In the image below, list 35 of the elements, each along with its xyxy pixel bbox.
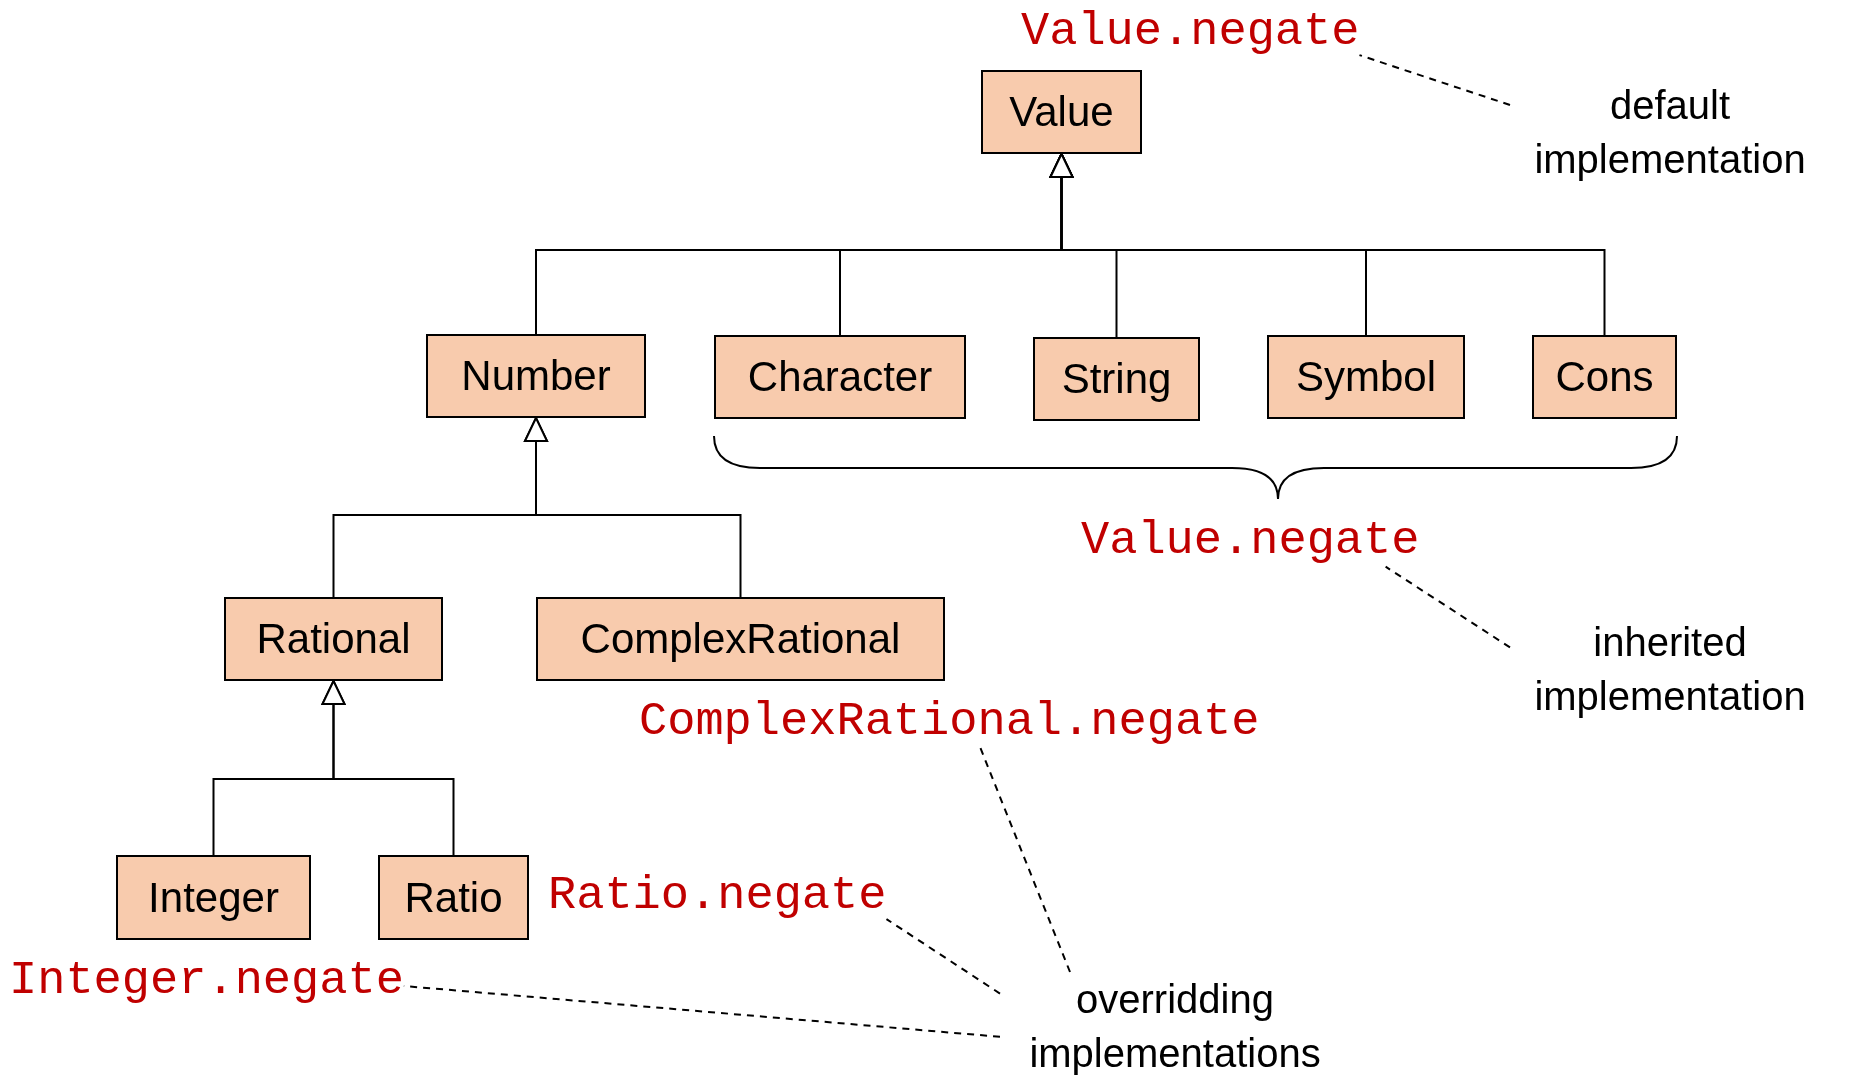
method-name: ComplexRational.negate (639, 696, 1260, 748)
method-name: Ratio.negate (548, 870, 887, 922)
class-box (714, 335, 966, 419)
inheritance-arrow (1049, 153, 1606, 336)
class-name: String (1061, 355, 1172, 403)
class-box (1532, 335, 1677, 419)
class-name: Integer (148, 873, 279, 922)
leader-line (885, 918, 1001, 995)
class-box (1267, 335, 1465, 419)
class-box (536, 597, 945, 681)
class-name: Rational (256, 615, 411, 663)
annotation-text: overridding implementations (1000, 972, 1350, 1080)
leader-line (979, 746, 1071, 973)
class-name: ComplexRational (580, 615, 901, 663)
inheritance-arrow (524, 417, 742, 598)
class-box (116, 855, 311, 940)
class-name: Value (1009, 88, 1114, 136)
inheritance-arrow (321, 680, 455, 856)
method-name: Integer.negate (9, 955, 404, 1007)
class-box (224, 597, 443, 681)
method-name: Value.negate (1021, 6, 1360, 58)
class-name: Number (461, 352, 611, 400)
class-name: Character (747, 353, 933, 401)
method-name: Value.negate (1081, 515, 1420, 567)
class-box (1033, 337, 1200, 421)
leader-line (1358, 54, 1511, 106)
leader-line (1384, 565, 1511, 649)
annotation-text: default implementation (1510, 78, 1830, 186)
class-box (981, 70, 1142, 154)
class-name: Symbol (1295, 353, 1437, 401)
class-box (378, 855, 529, 940)
class-name: Ratio (404, 873, 503, 922)
class-name: Cons (1555, 353, 1654, 401)
class-box (426, 334, 646, 418)
annotation-text: inherited implementation (1510, 615, 1830, 723)
